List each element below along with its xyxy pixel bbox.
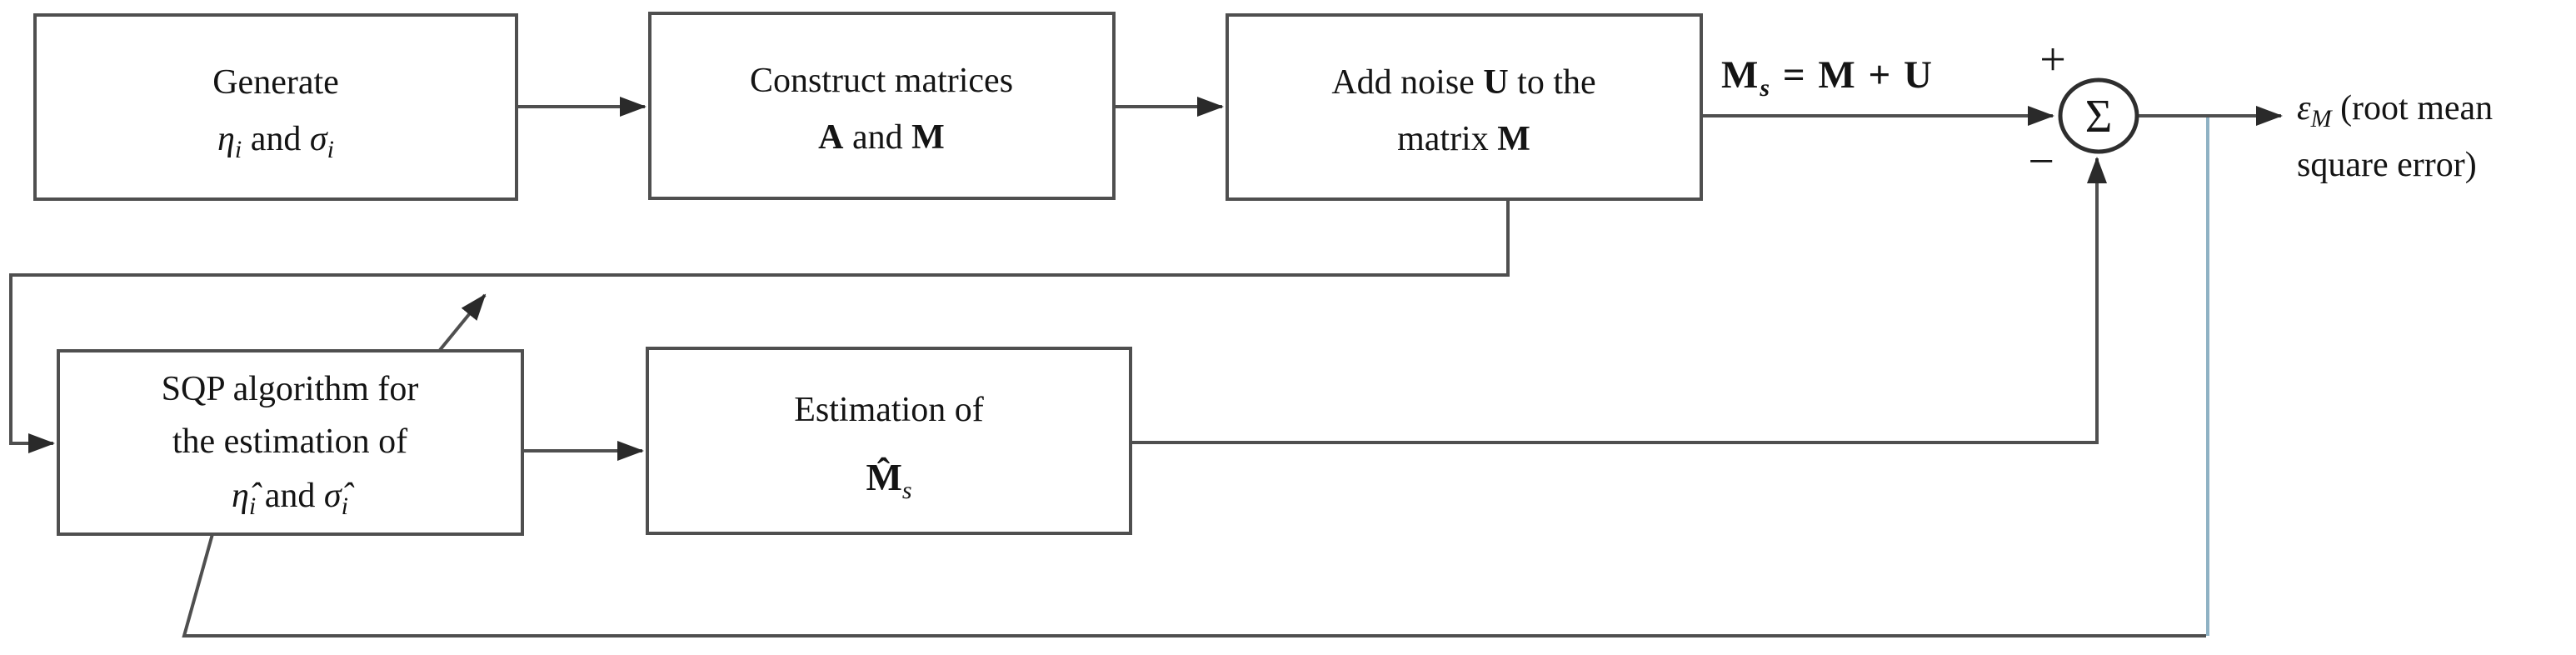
plus-sign: +	[2039, 34, 2066, 86]
construct-box-line2: A and M	[818, 118, 945, 157]
arrow-sqp-to-loop-line	[438, 293, 487, 352]
estimation-box	[646, 347, 1132, 535]
output-label-line2: square error)	[2297, 146, 2477, 184]
output-label-line1: εM (root mean	[2297, 89, 2493, 132]
generate-box-line1: Generate	[212, 63, 339, 102]
generate-box-line2: ηi and σi	[217, 120, 334, 163]
construct-box	[648, 12, 1116, 200]
arrow-estimation-to-summation	[1131, 157, 2107, 444]
sqp-box	[57, 349, 524, 536]
construct-box-line1: Construct matrices	[750, 62, 1013, 100]
sigma-summation-icon: Σ	[2085, 91, 2113, 142]
summation-node	[2058, 78, 2139, 154]
estimation-box-line1: Estimation of	[794, 391, 983, 429]
ms-equation-label: Ms = M + U	[1721, 53, 1934, 102]
sqp-box-line1: SQP algorithm for	[162, 370, 419, 408]
sqp-box-line2: the estimation of	[172, 422, 407, 461]
noise-to-sqp-feedback-line	[9, 199, 1510, 453]
feedback-line-bottom	[182, 533, 2206, 638]
add-noise-box-line2: matrix M	[1397, 120, 1530, 158]
add-noise-box-line1: Add noise U to the	[1331, 63, 1595, 102]
estimation-box-line2: M̂s	[866, 456, 911, 504]
generate-box	[33, 13, 518, 201]
add-noise-box	[1226, 13, 1703, 201]
minus-sign: −	[2028, 136, 2054, 188]
